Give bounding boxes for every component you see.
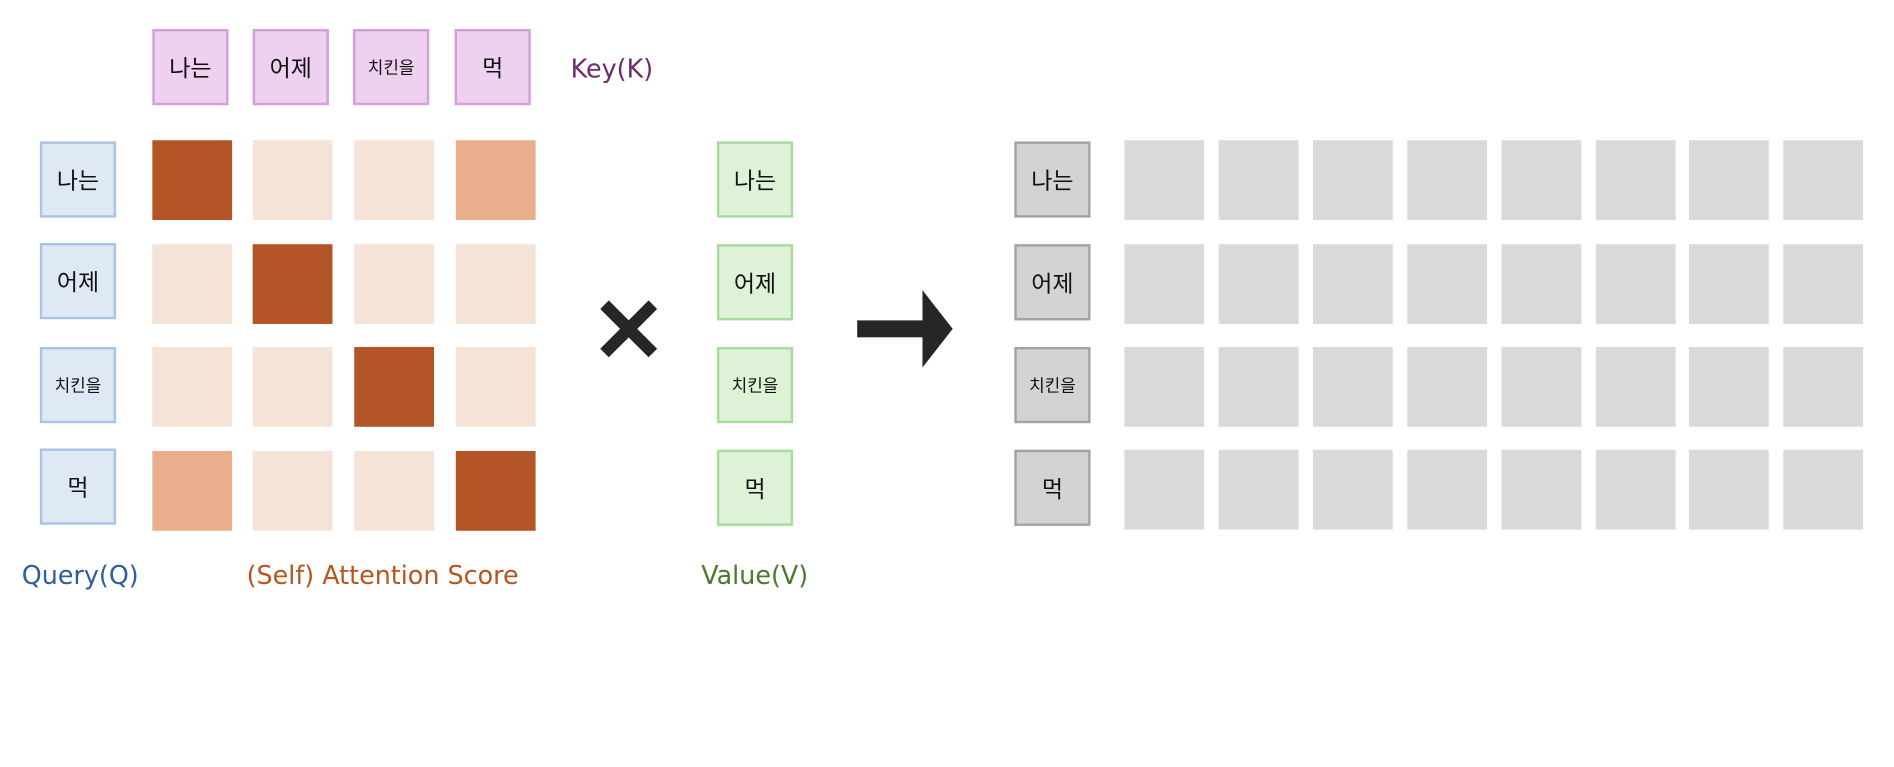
output-vector-cell-0-3 [1407,140,1488,221]
arrow-right-icon [857,290,953,368]
score-cell-3-1 [252,450,333,531]
output-vector-cell-0-2 [1312,140,1393,221]
output-vector-cell-3-3 [1407,449,1488,530]
output-vector-cell-3-1 [1218,449,1299,530]
score-cell-0-1 [252,140,333,221]
query-label: Query(Q) [21,560,139,590]
query-token-1: 어제 [39,243,117,320]
attention-score-label: (Self) Attention Score [246,560,519,590]
query-token-0: 나는 [39,141,117,218]
output-vector-cell-2-3 [1407,346,1488,427]
value-label: Value(V) [701,560,809,590]
query-token-3: 먹 [39,448,117,525]
value-token-1: 어제 [716,244,794,321]
output-vector-cell-3-6 [1688,449,1769,530]
key-token-3: 먹 [454,29,531,106]
output-vector-cell-2-5 [1595,346,1676,427]
output-vector-cell-0-6 [1688,140,1769,221]
multiply-icon [600,300,658,358]
score-cell-0-0 [152,140,233,221]
output-token-0: 나는 [1014,141,1091,218]
key-token-1: 어제 [252,29,329,106]
value-token-3: 먹 [716,449,794,526]
output-vector-cell-1-5 [1595,244,1676,325]
output-token-1: 어제 [1014,244,1091,321]
output-vector-cell-0-7 [1783,140,1864,221]
output-vector-cell-3-5 [1595,449,1676,530]
output-vector-cell-2-0 [1124,346,1205,427]
value-token-0: 나는 [716,141,794,218]
output-vector-cell-1-3 [1407,244,1488,325]
score-cell-1-0 [152,244,233,325]
output-vector-cell-0-0 [1124,140,1205,221]
score-cell-3-0 [152,450,233,531]
score-cell-3-2 [354,450,435,531]
output-vector-cell-1-0 [1124,244,1205,325]
output-token-2: 치킨을 [1014,346,1091,424]
output-vector-cell-2-7 [1783,346,1864,427]
output-vector-cell-3-2 [1312,449,1393,530]
output-vector-cell-1-4 [1501,244,1582,325]
output-vector-cell-1-6 [1688,244,1769,325]
value-token-2: 치킨을 [716,346,794,424]
output-vector-cell-0-4 [1501,140,1582,221]
score-cell-2-1 [252,346,333,427]
score-cell-2-3 [455,346,536,427]
output-vector-cell-0-5 [1595,140,1676,221]
score-cell-0-3 [455,140,536,221]
output-vector-cell-2-6 [1688,346,1769,427]
output-vector-cell-3-0 [1124,449,1205,530]
key-token-2: 치킨을 [353,29,430,106]
score-cell-3-3 [455,450,536,531]
output-vector-cell-2-4 [1501,346,1582,427]
output-vector-cell-3-4 [1501,449,1582,530]
key-label: Key(K) [570,54,654,84]
output-vector-cell-3-7 [1783,449,1864,530]
score-cell-1-2 [354,244,435,325]
score-cell-2-0 [152,346,233,427]
output-vector-cell-0-1 [1218,140,1299,221]
output-vector-cell-1-7 [1783,244,1864,325]
output-vector-cell-2-1 [1218,346,1299,427]
output-vector-cell-1-1 [1218,244,1299,325]
key-token-0: 나는 [152,29,229,106]
score-cell-2-2 [354,346,435,427]
query-token-2: 치킨을 [39,346,117,424]
score-cell-1-1 [252,244,333,325]
score-cell-1-3 [455,244,536,325]
score-cell-0-2 [354,140,435,221]
output-vector-cell-2-2 [1312,346,1393,427]
output-token-3: 먹 [1014,449,1091,526]
output-vector-cell-1-2 [1312,244,1393,325]
